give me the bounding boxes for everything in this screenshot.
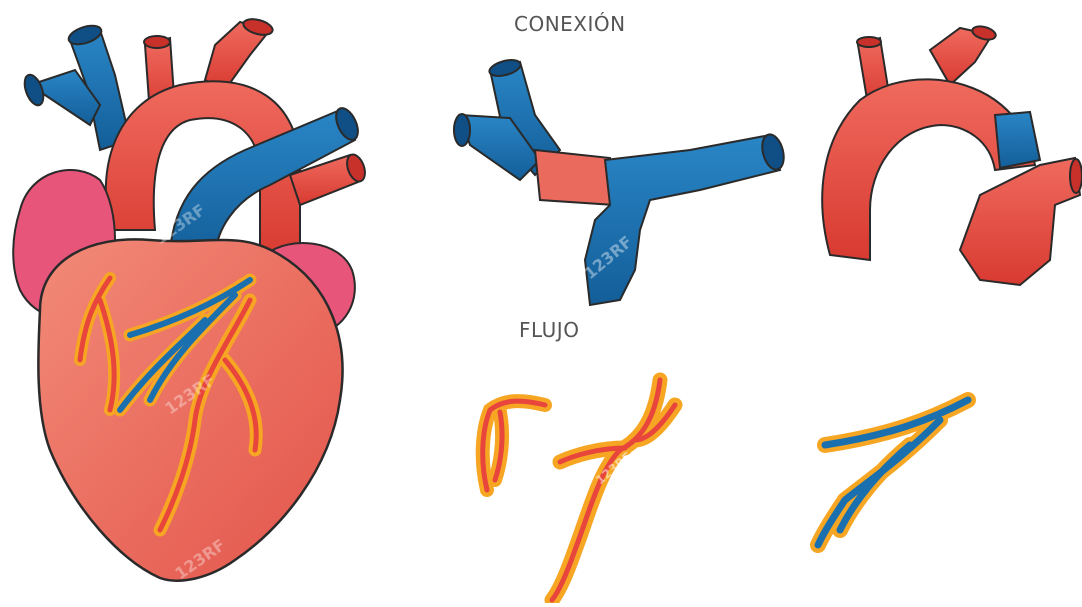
connection-vein-part: 123RF xyxy=(454,57,787,305)
superior-vena-cava-icon xyxy=(21,22,130,150)
connection-heading: CONEXIÓN xyxy=(514,12,626,36)
flow-small-artery-part xyxy=(483,401,545,490)
flow-heading: FLUJO xyxy=(519,318,579,342)
flow-vein-part xyxy=(818,400,968,545)
connection-artery-part xyxy=(822,24,1082,285)
flow-large-artery-part: 123RF xyxy=(552,380,675,600)
full-heart: 123RF 123RF 123RF xyxy=(13,16,368,583)
